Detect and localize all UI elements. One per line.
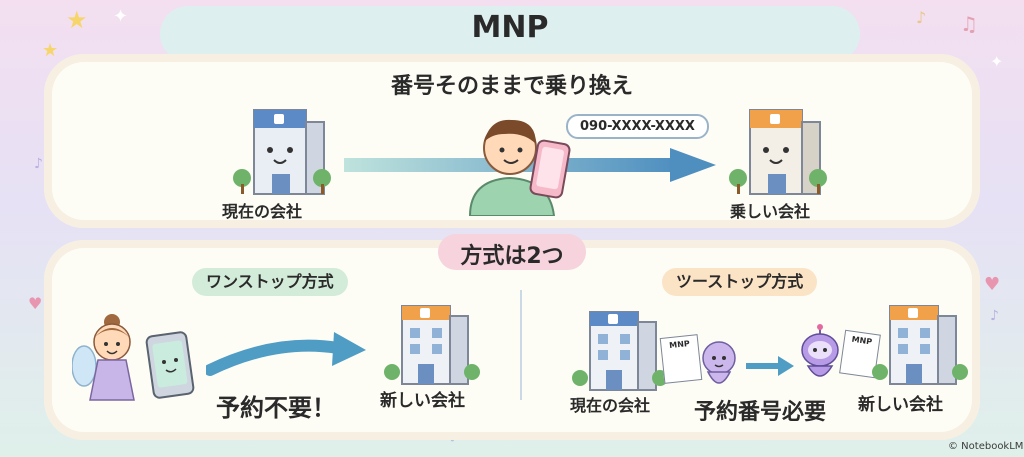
star-icon: ★ bbox=[66, 6, 88, 34]
two-stop-new-company-building-icon bbox=[872, 305, 968, 385]
mnp-document-label: MNP bbox=[668, 339, 691, 351]
credit-text: © NotebookLM bbox=[948, 441, 1024, 452]
smartphone-icon bbox=[145, 331, 195, 399]
two-stop-current-company-label: 現在の会社 bbox=[570, 396, 651, 415]
music-note-icon: ♫ bbox=[960, 12, 978, 36]
person-with-phone-icon bbox=[468, 119, 571, 216]
two-stop-current-company-building-icon bbox=[572, 311, 668, 391]
one-stop-new-company-label: 新しい会社 bbox=[380, 391, 465, 411]
music-note-icon: ♪ bbox=[34, 156, 43, 172]
two-stop-new-company-label: 新しい会社 bbox=[858, 395, 943, 415]
two-stop-note: 予約番号必要 bbox=[694, 400, 827, 425]
two-stop-arrow bbox=[746, 356, 794, 376]
section-divider bbox=[520, 290, 522, 400]
new-company-building-icon bbox=[729, 109, 827, 195]
one-stop-label: ワンストップ方式 bbox=[192, 268, 348, 296]
page-subtitle: 番号そのままで乗り換え bbox=[390, 74, 633, 99]
robot-character-icon bbox=[801, 324, 839, 377]
phone-number-bubble: 090-XXXX-XXXX bbox=[566, 114, 709, 139]
top-current-company-label: 現在の会社 bbox=[222, 202, 303, 221]
one-stop-note: 予約不要！ bbox=[216, 394, 336, 422]
heart-icon: ♥ bbox=[28, 294, 43, 313]
page-title: MNP bbox=[471, 10, 549, 45]
sparkle-icon: ✦ bbox=[990, 52, 1004, 71]
methods-header-pill bbox=[438, 234, 586, 270]
two-stop-label: ツーストップ方式 bbox=[662, 268, 818, 296]
music-note-icon: ♪ bbox=[916, 8, 927, 27]
star-icon: ★ bbox=[42, 40, 59, 61]
fairy-icon bbox=[72, 314, 135, 401]
mascot-character-icon bbox=[702, 341, 736, 384]
sparkle-icon: ✦ bbox=[113, 6, 129, 27]
music-note-icon: ♪ bbox=[990, 308, 999, 324]
one-stop-new-company-building-icon bbox=[384, 305, 480, 385]
heart-icon: ♥ bbox=[984, 274, 1001, 295]
one-stop-arrow bbox=[206, 332, 366, 376]
current-company-building-icon bbox=[233, 109, 331, 195]
methods-header: 方式は2つ bbox=[460, 244, 564, 269]
top-new-company-label: 乗しい会社 bbox=[730, 202, 811, 221]
title-cloud bbox=[160, 6, 860, 62]
